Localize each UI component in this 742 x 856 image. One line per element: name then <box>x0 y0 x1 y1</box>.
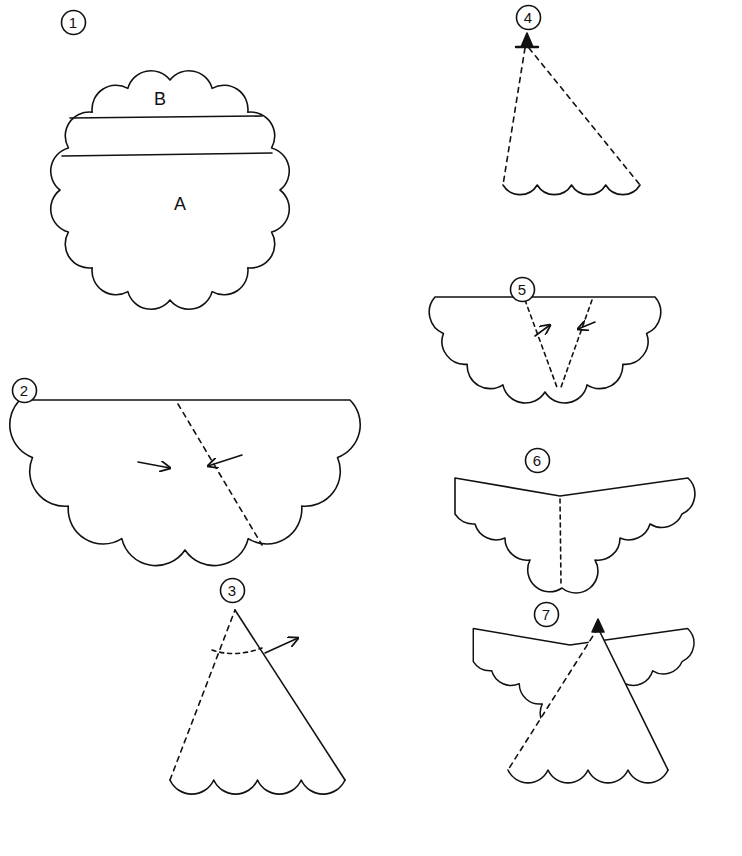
step-number-text: 5 <box>518 282 526 297</box>
fold-arrow <box>138 462 170 468</box>
cut-mark <box>212 648 262 654</box>
cone-side <box>598 628 668 770</box>
step-circle-outline <box>510 277 534 301</box>
step-number-text: 7 <box>542 607 550 622</box>
cone-side <box>529 48 640 185</box>
step-circle-outline <box>534 602 558 626</box>
fold-arrow <box>578 322 595 329</box>
step-circle-outline <box>516 5 540 29</box>
part-letter: A <box>174 195 186 215</box>
part-letter: B <box>154 90 166 110</box>
cone-scallops <box>503 185 640 195</box>
fold-line <box>178 404 262 545</box>
step-number-text: 4 <box>524 10 532 25</box>
neck-line <box>516 46 538 48</box>
cone-side <box>503 48 525 185</box>
step-number-text: 3 <box>228 583 236 598</box>
step-number: 5 <box>509 276 536 303</box>
cone-scallops <box>170 780 345 794</box>
direction-arrow <box>265 638 298 653</box>
cone-side <box>170 610 235 780</box>
head-tip <box>592 619 604 632</box>
step-number: 2 <box>11 377 38 404</box>
step-number-text: 6 <box>533 453 541 468</box>
step-number: 1 <box>60 9 87 36</box>
step-number-text: 1 <box>69 15 77 30</box>
step-circle-outline <box>61 10 85 34</box>
head-tip <box>521 33 533 47</box>
half-circle <box>429 297 660 403</box>
cone-body <box>508 628 668 783</box>
cut-line <box>70 116 262 118</box>
cone-scallops <box>508 770 668 783</box>
cone-side <box>508 628 598 770</box>
step-circle-outline <box>12 378 36 402</box>
fold-line <box>525 300 558 390</box>
half-circle <box>10 400 360 566</box>
step-number: 7 <box>533 601 560 628</box>
scalloped-circle <box>51 71 290 310</box>
fold-arrow <box>208 455 242 466</box>
step-number: 4 <box>515 4 542 31</box>
step-circle-outline <box>220 578 244 602</box>
step-number: 6 <box>524 447 551 474</box>
step-number: 3 <box>219 577 246 604</box>
wings <box>455 478 695 593</box>
fold-line <box>560 499 561 584</box>
step-number-text: 2 <box>20 383 28 398</box>
cut-line <box>62 153 272 156</box>
cone-side <box>235 610 345 780</box>
fold-line <box>560 300 592 390</box>
fold-arrow <box>535 325 550 336</box>
step-circle-outline <box>525 448 549 472</box>
